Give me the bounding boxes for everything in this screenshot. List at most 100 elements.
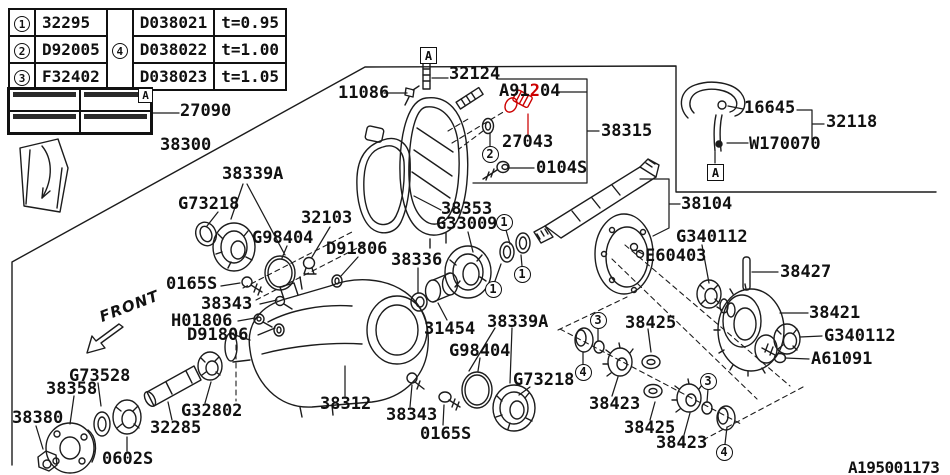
part-label-A91204[interactable]: A91204 <box>499 81 561 101</box>
bracket-38315 <box>472 78 600 184</box>
bolt-a61091-drawing <box>761 343 787 364</box>
bearing-38339a-top-drawing <box>212 222 256 272</box>
part-label-38339A[interactable]: 38339A <box>487 312 549 332</box>
part-label-38380[interactable]: 38380 <box>12 408 64 428</box>
circled-ref-1: 1 <box>495 213 513 231</box>
part-label-38421[interactable]: 38421 <box>809 303 861 323</box>
part-number-cell[interactable]: D038021 <box>131 8 216 37</box>
breather-32103-drawing <box>302 256 317 275</box>
gasket-38353-drawing <box>356 125 411 234</box>
stud-32124-drawing <box>422 62 484 110</box>
part-label-0104S[interactable]: 0104S <box>536 158 588 178</box>
part-label-G340112[interactable]: G340112 <box>676 227 748 247</box>
part-label-11086[interactable]: 11086 <box>338 83 390 103</box>
part-label-32124[interactable]: 32124 <box>449 64 501 84</box>
companion-flange-38358-drawing <box>45 422 97 474</box>
part-label-G98404[interactable]: G98404 <box>449 341 511 361</box>
part-label-H01806[interactable]: H01806 <box>171 311 233 331</box>
bolt-0104s-drawing <box>482 160 510 181</box>
part-label-32103[interactable]: 32103 <box>301 208 353 228</box>
construction-dashed-lines <box>235 110 804 441</box>
part-label-38339A[interactable]: 38339A <box>222 164 284 184</box>
part-label-D91806[interactable]: D91806 <box>326 239 388 259</box>
part-label-38358[interactable]: 38358 <box>46 379 98 399</box>
part-label-31454[interactable]: 31454 <box>424 319 476 339</box>
washer-set-drawing <box>499 232 531 263</box>
part-label-G98404[interactable]: G98404 <box>252 228 314 248</box>
part-label-32118[interactable]: 32118 <box>826 112 878 132</box>
bolt-38343-bot-drawing <box>406 372 425 390</box>
bracket-38104 <box>639 178 681 237</box>
part-number-cell[interactable]: D92005 <box>34 35 108 64</box>
washer-d91806-lower-drawing <box>273 323 285 337</box>
screw-0165s-bot-drawing <box>438 391 461 411</box>
rear-cover-38315-drawing <box>399 97 469 249</box>
part-label-38425[interactable]: 38425 <box>625 313 677 333</box>
caution-text-cell: A <box>80 88 153 111</box>
circled-ref-3: 3 <box>699 372 717 390</box>
bevel-gear-38423-upper-drawing <box>602 342 634 377</box>
thrust-washer-right-drawing <box>701 401 736 431</box>
part-number-cell[interactable]: F32402 <box>34 62 108 91</box>
bracket-32118 <box>796 109 825 141</box>
part-label-38336[interactable]: 38336 <box>391 250 443 270</box>
part-label-E60403[interactable]: E60403 <box>645 246 707 266</box>
part-label-A61091[interactable]: A61091 <box>811 349 873 369</box>
part-label-D91806[interactable]: D91806 <box>187 325 249 345</box>
part-label-38427[interactable]: 38427 <box>780 262 832 282</box>
bolt-38343-top-drawing <box>274 295 293 310</box>
part-label-38300[interactable]: 38300 <box>160 135 212 155</box>
part-label-38423[interactable]: 38423 <box>656 433 708 453</box>
part-label-G73218[interactable]: G73218 <box>513 370 575 390</box>
part-label-G32802[interactable]: G32802 <box>181 401 243 421</box>
circled-ref-2: 2 <box>14 43 30 60</box>
part-label-27043[interactable]: 27043 <box>502 132 554 152</box>
part-label-0165S[interactable]: 0165S <box>166 274 218 294</box>
part-label-38315[interactable]: 38315 <box>601 121 653 141</box>
part-label-38423[interactable]: 38423 <box>589 394 641 414</box>
circled-ref-4: 4 <box>111 43 128 60</box>
part-number-cell[interactable]: D038022 <box>131 35 216 64</box>
bearing-g73218-bot-drawing <box>492 384 536 432</box>
drive-pinion-shaft-38104-drawing <box>533 158 660 244</box>
bolt-h01806-drawing <box>253 313 273 328</box>
caution-label-plate: A <box>7 87 153 135</box>
part-number-cell[interactable]: 32295 <box>34 8 108 37</box>
caution-text-bar <box>13 114 76 119</box>
circled-ref-4: 4 <box>715 443 733 461</box>
drawing-number: A195001173 <box>848 458 940 475</box>
thickness-reference-table: 1 32295 4 D038021 t=0.95 2 D92005 D03802… <box>8 8 288 91</box>
washer-38425-upper-drawing <box>641 354 661 370</box>
part-label-38353[interactable]: 38353 <box>441 199 493 219</box>
part-label-38312[interactable]: 38312 <box>320 394 372 414</box>
part-label-16645[interactable]: 16645 <box>744 98 796 118</box>
caution-text-cell <box>80 111 151 133</box>
washer-d91806-top-drawing <box>331 274 343 288</box>
part-number-cell[interactable]: D038023 <box>131 62 216 91</box>
caution-text-bar <box>84 92 147 97</box>
part-label-38104[interactable]: 38104 <box>681 194 733 214</box>
part-label-G73218[interactable]: G73218 <box>178 194 240 214</box>
part-label-G73528[interactable]: G73528 <box>69 366 131 386</box>
breather-hose-16645-drawing <box>680 81 746 152</box>
mud-flap-drawing <box>19 138 69 213</box>
diff-carrier-housing-38312-drawing <box>224 276 429 418</box>
view-marker-a: A <box>420 47 437 64</box>
plug-27043-drawing <box>504 89 533 113</box>
view-marker-a: A <box>138 88 153 103</box>
part-label-0165S[interactable]: 0165S <box>420 424 472 444</box>
part-label-27090[interactable]: 27090 <box>180 101 232 121</box>
circled-ref-4: 4 <box>574 363 592 381</box>
part-label-G33009[interactable]: G33009 <box>436 214 498 234</box>
part-label-0602S[interactable]: 0602S <box>102 449 154 469</box>
part-label-W170070[interactable]: W170070 <box>749 134 821 154</box>
part-label-38343[interactable]: 38343 <box>201 294 253 314</box>
part-label-38343[interactable]: 38343 <box>386 405 438 425</box>
part-label-32285[interactable]: 32285 <box>150 418 202 438</box>
part-label-G340112[interactable]: G340112 <box>824 326 896 346</box>
circled-ref-2: 2 <box>481 145 499 163</box>
part-label-38425[interactable]: 38425 <box>624 418 676 438</box>
circled-ref-3: 3 <box>589 311 607 329</box>
